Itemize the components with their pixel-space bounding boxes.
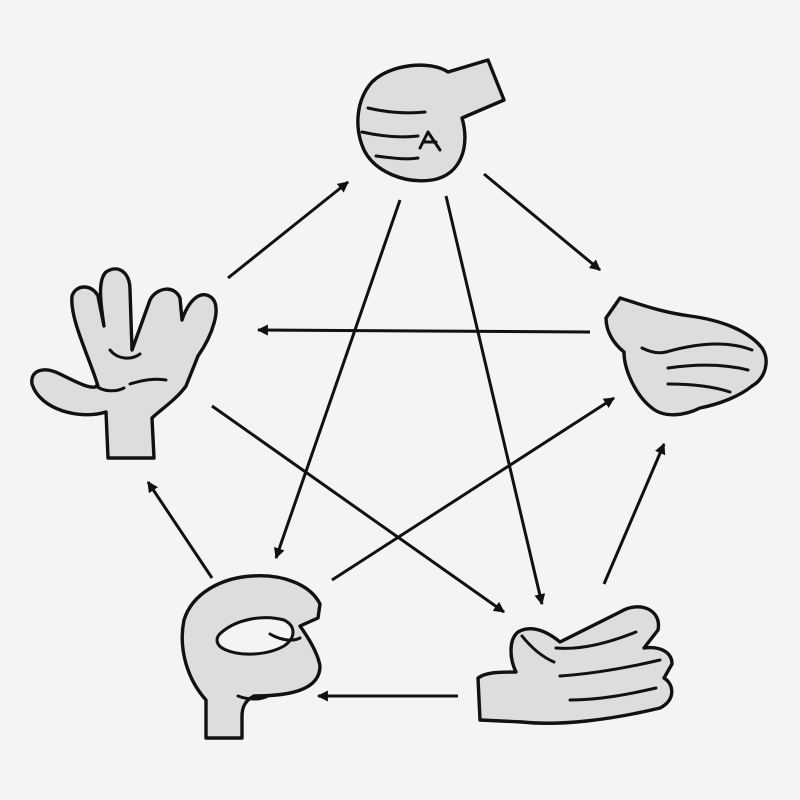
edge-group xyxy=(146,172,666,702)
arrow-edge-8 xyxy=(602,442,666,585)
open-palm-sideways-icon xyxy=(604,296,768,417)
arrow-edge-6 xyxy=(211,404,505,614)
arrow-edge-5 xyxy=(444,195,546,606)
pinching-hand-icon xyxy=(180,574,322,740)
arrow-edge-2 xyxy=(483,172,601,272)
arrow-edge-3 xyxy=(256,324,591,336)
open-hand-icon xyxy=(30,267,218,460)
arrow-edge-7 xyxy=(331,396,615,582)
arrow-edge-10 xyxy=(146,481,214,579)
arrow-edge-4 xyxy=(274,199,402,560)
fist-icon xyxy=(356,58,506,183)
scissors-fingers-icon xyxy=(476,605,674,725)
arrow-edge-1 xyxy=(227,180,349,280)
